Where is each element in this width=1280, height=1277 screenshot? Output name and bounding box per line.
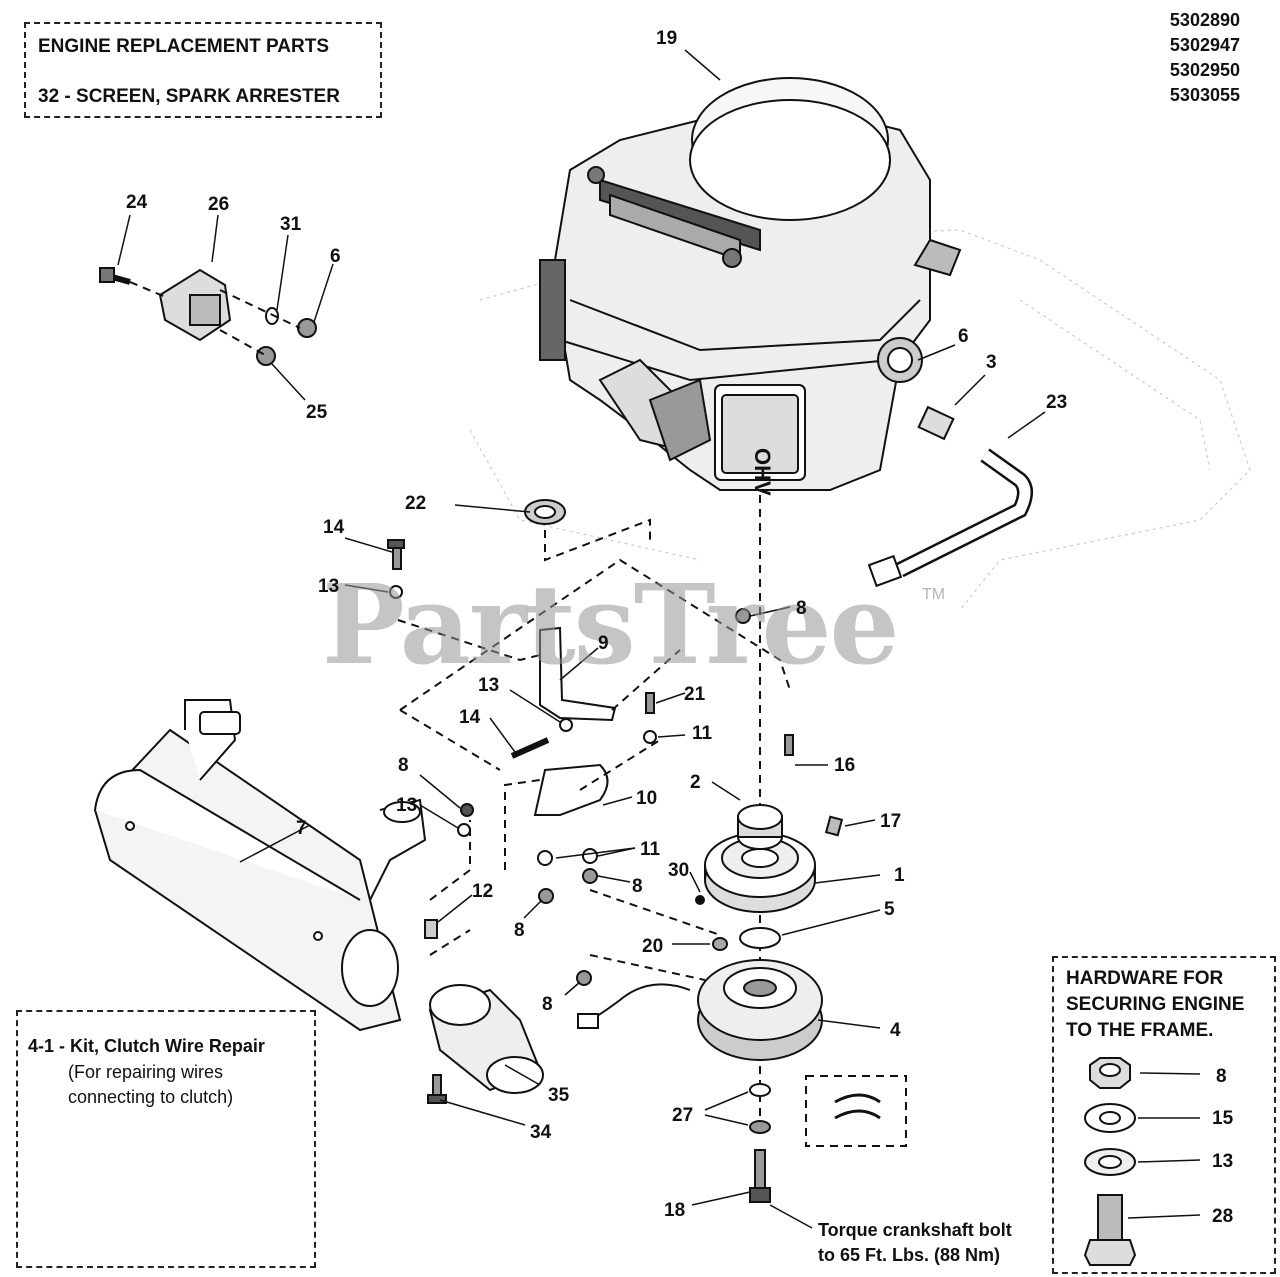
fuel-pump-assembly <box>99 267 317 366</box>
note-subtitle: 32 - SCREEN, SPARK ARRESTER <box>38 86 340 107</box>
callout-number: 11 <box>640 839 661 860</box>
torque-note-line: to 65 Ft. Lbs. (88 Nm) <box>818 1245 1001 1265</box>
clutch-wire-kit-box: 4-1 - Kit, Clutch Wire Repair (For repai… <box>16 1010 316 1268</box>
tractor-outline <box>469 229 1251 611</box>
callout-number: 16 <box>834 755 856 776</box>
callout-number: 14 <box>323 517 345 538</box>
callout-number: 6 <box>958 326 969 347</box>
callout-number: 14 <box>459 707 481 728</box>
callout-number: 23 <box>1046 392 1068 413</box>
callout-number: 19 <box>656 28 678 49</box>
callout-number: 30 <box>668 860 690 881</box>
hardware-callout: 15 <box>1212 1108 1234 1129</box>
callout-number: 3 <box>986 352 997 373</box>
model-number: 5303055 <box>1169 85 1240 105</box>
hardware-title: HARDWARE FOR SECURING ENGINE TO THE FRAM… <box>1066 966 1244 1044</box>
drive-pulley <box>695 804 844 951</box>
model-number: 5302890 <box>1169 10 1240 30</box>
callout-number: 26 <box>208 194 230 215</box>
model-number: 5302950 <box>1169 60 1240 80</box>
callout-number: 8 <box>398 755 409 776</box>
hardware-title-line: SECURING ENGINE <box>1066 994 1245 1015</box>
callout-number: 17 <box>880 811 902 832</box>
electric-clutch <box>576 959 823 1203</box>
callout-number: 12 <box>472 881 494 902</box>
kit-title: 4-1 - Kit, Clutch Wire Repair <box>28 1036 265 1056</box>
model-number-list: 5302890 5302947 5302950 5303055 <box>1170 8 1240 108</box>
callout-number: 8 <box>796 598 807 619</box>
hardware-title-line: HARDWARE FOR <box>1066 968 1224 989</box>
engine-parts-note-box: ENGINE REPLACEMENT PARTS 32 - SCREEN, SP… <box>24 22 382 118</box>
callout-number: 18 <box>664 1200 686 1221</box>
callout-number: 34 <box>530 1122 552 1143</box>
callout-number: 6 <box>330 246 341 267</box>
callout-number: 10 <box>636 788 658 809</box>
svg-text:OHV: OHV <box>750 448 775 496</box>
callout-number: 4 <box>890 1020 901 1041</box>
model-number: 5302947 <box>1169 35 1240 55</box>
callout-number: 11 <box>692 723 713 744</box>
callout-number: 8 <box>632 876 643 897</box>
callout-leaders <box>117 49 1201 1229</box>
callout-number: 5 <box>884 899 895 920</box>
kit-description: (For repairing wires connecting to clutc… <box>68 1060 233 1110</box>
callout-number: 31 <box>280 214 302 235</box>
callout-number: 25 <box>306 402 328 423</box>
callout-number: 27 <box>672 1105 694 1126</box>
callout-number: 20 <box>642 936 664 957</box>
callout-number: 24 <box>126 192 148 213</box>
callout-number: 1 <box>894 865 905 886</box>
fuel-line <box>867 405 1033 588</box>
callout-number: 8 <box>514 920 525 941</box>
kit-description-line: (For repairing wires <box>68 1062 224 1082</box>
kit-description-line: connecting to clutch) <box>68 1087 234 1107</box>
engine-illustration: OHV <box>539 77 962 496</box>
callout-number: 13 <box>318 576 340 597</box>
note-title: ENGINE REPLACEMENT PARTS <box>38 36 330 57</box>
dashed-leader-lines <box>397 495 791 1120</box>
hardware-box: HARDWARE FOR SECURING ENGINE TO THE FRAM… <box>1052 956 1276 1274</box>
watermark: PartsTree <box>322 560 900 689</box>
hardware-title-line: TO THE FRAME. <box>1066 1020 1214 1041</box>
callout-number: 2 <box>690 772 701 793</box>
hardware-callout: 28 <box>1212 1206 1234 1227</box>
callout-number: 35 <box>548 1085 570 1106</box>
engine-brackets <box>387 499 794 939</box>
hardware-callout: 8 <box>1216 1066 1227 1087</box>
callout-number: 21 <box>684 684 706 705</box>
callout-number: 7 <box>296 818 307 839</box>
hardware-callout: 13 <box>1212 1151 1234 1172</box>
belt-guide-box <box>805 1075 907 1147</box>
spark-arrester <box>427 984 544 1104</box>
callout-number: 9 <box>598 633 609 654</box>
watermark-trademark: TM <box>922 586 946 603</box>
torque-note-line: Torque crankshaft bolt <box>818 1220 1012 1240</box>
callout-number: 13 <box>478 675 500 696</box>
callout-number: 22 <box>405 493 427 514</box>
muffler <box>93 699 427 1032</box>
torque-note: Torque crankshaft bolt to 65 Ft. Lbs. (8… <box>818 1218 1012 1268</box>
callout-number: 8 <box>542 994 553 1015</box>
callout-number: 13 <box>396 795 418 816</box>
hardware-parts <box>1083 1057 1137 1266</box>
